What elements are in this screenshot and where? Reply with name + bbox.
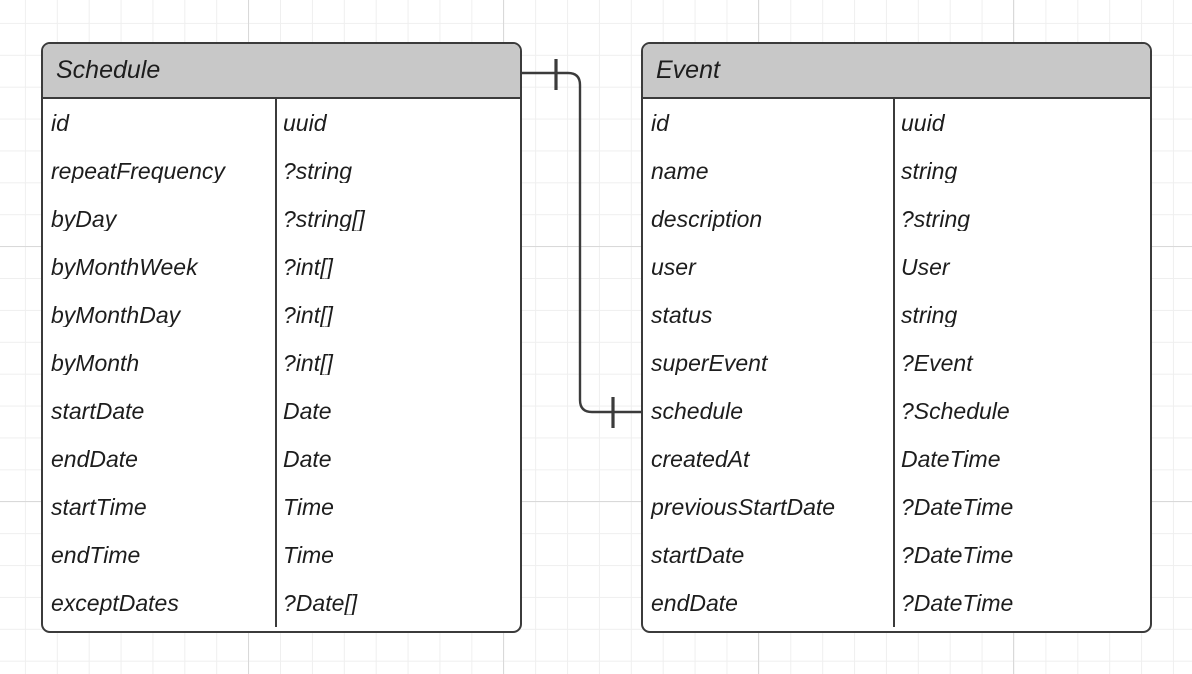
entity-event-header: Event	[643, 44, 1150, 99]
field-type: Time	[283, 495, 334, 519]
field-type: ?string	[283, 159, 353, 183]
field-type: uuid	[901, 111, 945, 135]
field-row[interactable]: status string	[643, 291, 1150, 339]
field-row[interactable]: byMonthWeek ?int[]	[43, 243, 520, 291]
field-name: createdAt	[651, 447, 750, 471]
field-name: previousStartDate	[651, 495, 836, 519]
entity-event-title: Event	[656, 56, 720, 84]
field-row[interactable]: startDate Date	[43, 387, 520, 435]
field-name: startDate	[651, 543, 745, 567]
field-type: ?Date[]	[283, 591, 358, 615]
field-row[interactable]: id uuid	[643, 99, 1150, 147]
field-type: Date	[283, 399, 332, 423]
field-row[interactable]: name string	[643, 147, 1150, 195]
entity-schedule-header: Schedule	[43, 44, 520, 99]
field-type: ?Event	[901, 351, 973, 375]
field-row[interactable]: startDate ?DateTime	[643, 531, 1150, 579]
field-row[interactable]: repeatFrequency ?string	[43, 147, 520, 195]
field-name: byDay	[51, 207, 117, 231]
field-type: ?DateTime	[901, 543, 1014, 567]
field-row[interactable]: exceptDates ?Date[]	[43, 579, 520, 627]
field-name: id	[51, 111, 69, 135]
field-name: byMonth	[51, 351, 140, 375]
field-type: ?DateTime	[901, 591, 1014, 615]
field-type: ?string	[901, 207, 971, 231]
field-row[interactable]: createdAt DateTime	[643, 435, 1150, 483]
field-type: Time	[283, 543, 334, 567]
field-row[interactable]: description ?string	[643, 195, 1150, 243]
field-name: endDate	[51, 447, 138, 471]
field-type: Date	[283, 447, 332, 471]
field-type: User	[901, 255, 950, 279]
field-name: endDate	[651, 591, 738, 615]
field-row[interactable]: endTime Time	[43, 531, 520, 579]
field-type: DateTime	[901, 447, 1001, 471]
field-row[interactable]: byMonth ?int[]	[43, 339, 520, 387]
field-row[interactable]: id uuid	[43, 99, 520, 147]
field-name: startTime	[51, 495, 147, 519]
field-row[interactable]: user User	[643, 243, 1150, 291]
field-name: id	[651, 111, 669, 135]
entity-event[interactable]: Event id uuid name string description ?s…	[641, 42, 1152, 633]
field-row[interactable]: superEvent ?Event	[643, 339, 1150, 387]
field-row[interactable]: startTime Time	[43, 483, 520, 531]
field-type: ?DateTime	[901, 495, 1014, 519]
field-type: ?int[]	[283, 303, 333, 327]
entity-schedule-fields: id uuid repeatFrequency ?string byDay ?s…	[43, 99, 520, 627]
field-row-schedule[interactable]: schedule ?Schedule	[643, 387, 1150, 435]
field-type: string	[901, 159, 958, 183]
field-name: user	[651, 255, 696, 279]
field-type: ?Schedule	[901, 399, 1010, 423]
relationship-line	[522, 71, 641, 414]
field-name: schedule	[651, 399, 744, 423]
field-name: superEvent	[651, 351, 768, 375]
field-name: byMonthWeek	[51, 255, 198, 279]
column-divider	[893, 99, 895, 627]
column-divider	[275, 99, 277, 627]
field-row[interactable]: endDate ?DateTime	[643, 579, 1150, 627]
field-row[interactable]: byDay ?string[]	[43, 195, 520, 243]
field-name: description	[651, 207, 763, 231]
field-row[interactable]: previousStartDate ?DateTime	[643, 483, 1150, 531]
field-name: status	[651, 303, 713, 327]
field-name: endTime	[51, 543, 141, 567]
field-name: name	[651, 159, 709, 183]
field-name: byMonthDay	[51, 303, 181, 327]
field-type: ?string[]	[283, 207, 365, 231]
entity-schedule[interactable]: Schedule id uuid repeatFrequency ?string…	[41, 42, 522, 633]
field-type: ?int[]	[283, 351, 333, 375]
field-type: uuid	[283, 111, 327, 135]
entity-schedule-title: Schedule	[56, 56, 161, 84]
entity-event-fields: id uuid name string description ?string …	[643, 99, 1150, 627]
field-row[interactable]: byMonthDay ?int[]	[43, 291, 520, 339]
field-name: startDate	[51, 399, 145, 423]
field-row[interactable]: endDate Date	[43, 435, 520, 483]
field-name: repeatFrequency	[51, 159, 225, 183]
field-type: ?int[]	[283, 255, 333, 279]
field-name: exceptDates	[51, 591, 179, 615]
field-type: string	[901, 303, 958, 327]
